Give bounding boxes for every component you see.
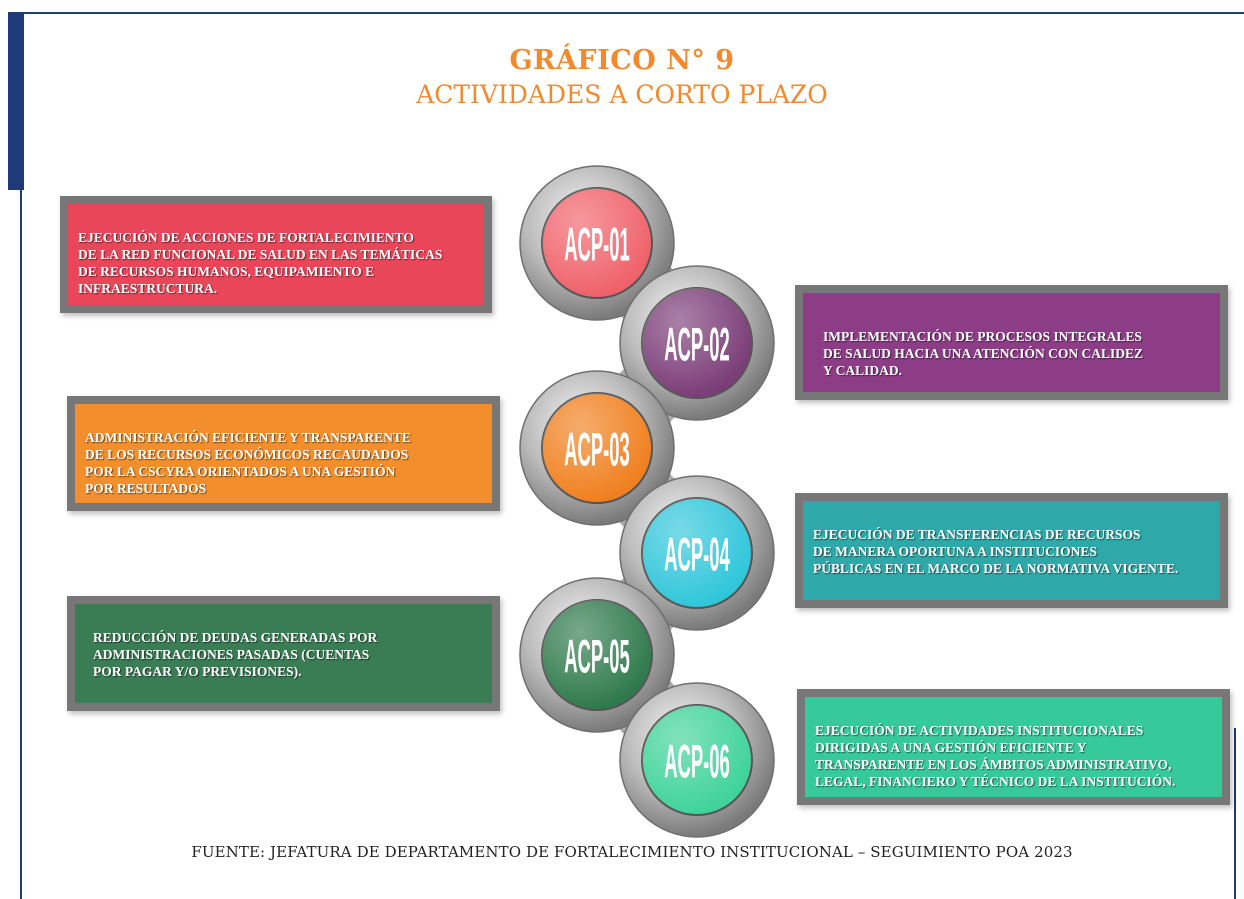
acp-node-3: ACP-03 [519,370,675,526]
activity-card-body: EJECUCIÓN DE TRANSFERENCIAS DE RECURSOS … [803,501,1220,600]
activity-text: EJECUCIÓN DE ACCIONES DE FORTALECIMIENTO… [78,230,443,296]
top-rule [20,12,1244,14]
node-gloss [642,498,752,608]
activity-card-body: EJECUCIÓN DE ACTIVIDADES INSTITUCIONALES… [805,697,1222,797]
activity-card-body: IMPLEMENTACIÓN DE PROCESOS INTEGRALES DE… [803,293,1220,392]
acp-node-5: ACP-05 [519,577,675,733]
activity-card-acp-03: ADMINISTRACIÓN EFICIENTE Y TRANSPARENTE … [67,396,500,511]
activity-text: EJECUCIÓN DE TRANSFERENCIAS DE RECURSOS … [813,527,1179,576]
acp-node-1: ACP-01 [519,165,675,321]
chart-title: GRÁFICO N° 9 ACTIVIDADES A CORTO PLAZO [0,44,1244,112]
node-gloss [542,393,652,503]
activity-card-acp-01: EJECUCIÓN DE ACCIONES DE FORTALECIMIENTO… [60,196,492,313]
node-code-label: ACP-06 [664,736,730,789]
left-border-line [20,12,22,899]
node-code-label: ACP-04 [664,529,730,582]
activity-card-body: EJECUCIÓN DE ACCIONES DE FORTALECIMIENTO… [68,204,484,305]
node-gloss [542,188,652,298]
activity-card-body: ADMINISTRACIÓN EFICIENTE Y TRANSPARENTE … [75,404,492,503]
acp-node-4: ACP-04 [619,475,775,631]
node-gloss [542,600,652,710]
activity-text: IMPLEMENTACIÓN DE PROCESOS INTEGRALES DE… [823,329,1144,378]
activity-card-body: REDUCCIÓN DE DEUDAS GENERADAS POR ADMINI… [75,604,492,703]
activity-text: REDUCCIÓN DE DEUDAS GENERADAS POR ADMINI… [93,630,378,679]
node-code-label: ACP-01 [564,219,630,272]
chart-title-subtitle: ACTIVIDADES A CORTO PLAZO [416,80,828,109]
source-note: FUENTE: JEFATURA DE DEPARTAMENTO DE FORT… [191,843,1073,861]
activity-text: EJECUCIÓN DE ACTIVIDADES INSTITUCIONALES… [815,723,1176,789]
activity-card-acp-05: REDUCCIÓN DE DEUDAS GENERADAS POR ADMINI… [67,596,500,711]
node-code-label: ACP-05 [564,631,630,684]
activity-text: ADMINISTRACIÓN EFICIENTE Y TRANSPARENTE … [85,430,411,496]
node-gloss [642,288,752,398]
acp-node-2: ACP-02 [619,265,775,421]
activity-card-acp-06: EJECUCIÓN DE ACTIVIDADES INSTITUCIONALES… [797,689,1230,805]
node-code-label: ACP-03 [564,424,630,477]
node-gloss [642,705,752,815]
activity-card-acp-02: IMPLEMENTACIÓN DE PROCESOS INTEGRALES DE… [795,285,1228,400]
right-border-line [1234,728,1236,899]
activity-card-acp-04: EJECUCIÓN DE TRANSFERENCIAS DE RECURSOS … [795,493,1228,608]
acp-node-6: ACP-06 [619,682,775,838]
node-code-label: ACP-02 [664,319,730,372]
chart-title-number: GRÁFICO N° 9 [509,45,735,76]
